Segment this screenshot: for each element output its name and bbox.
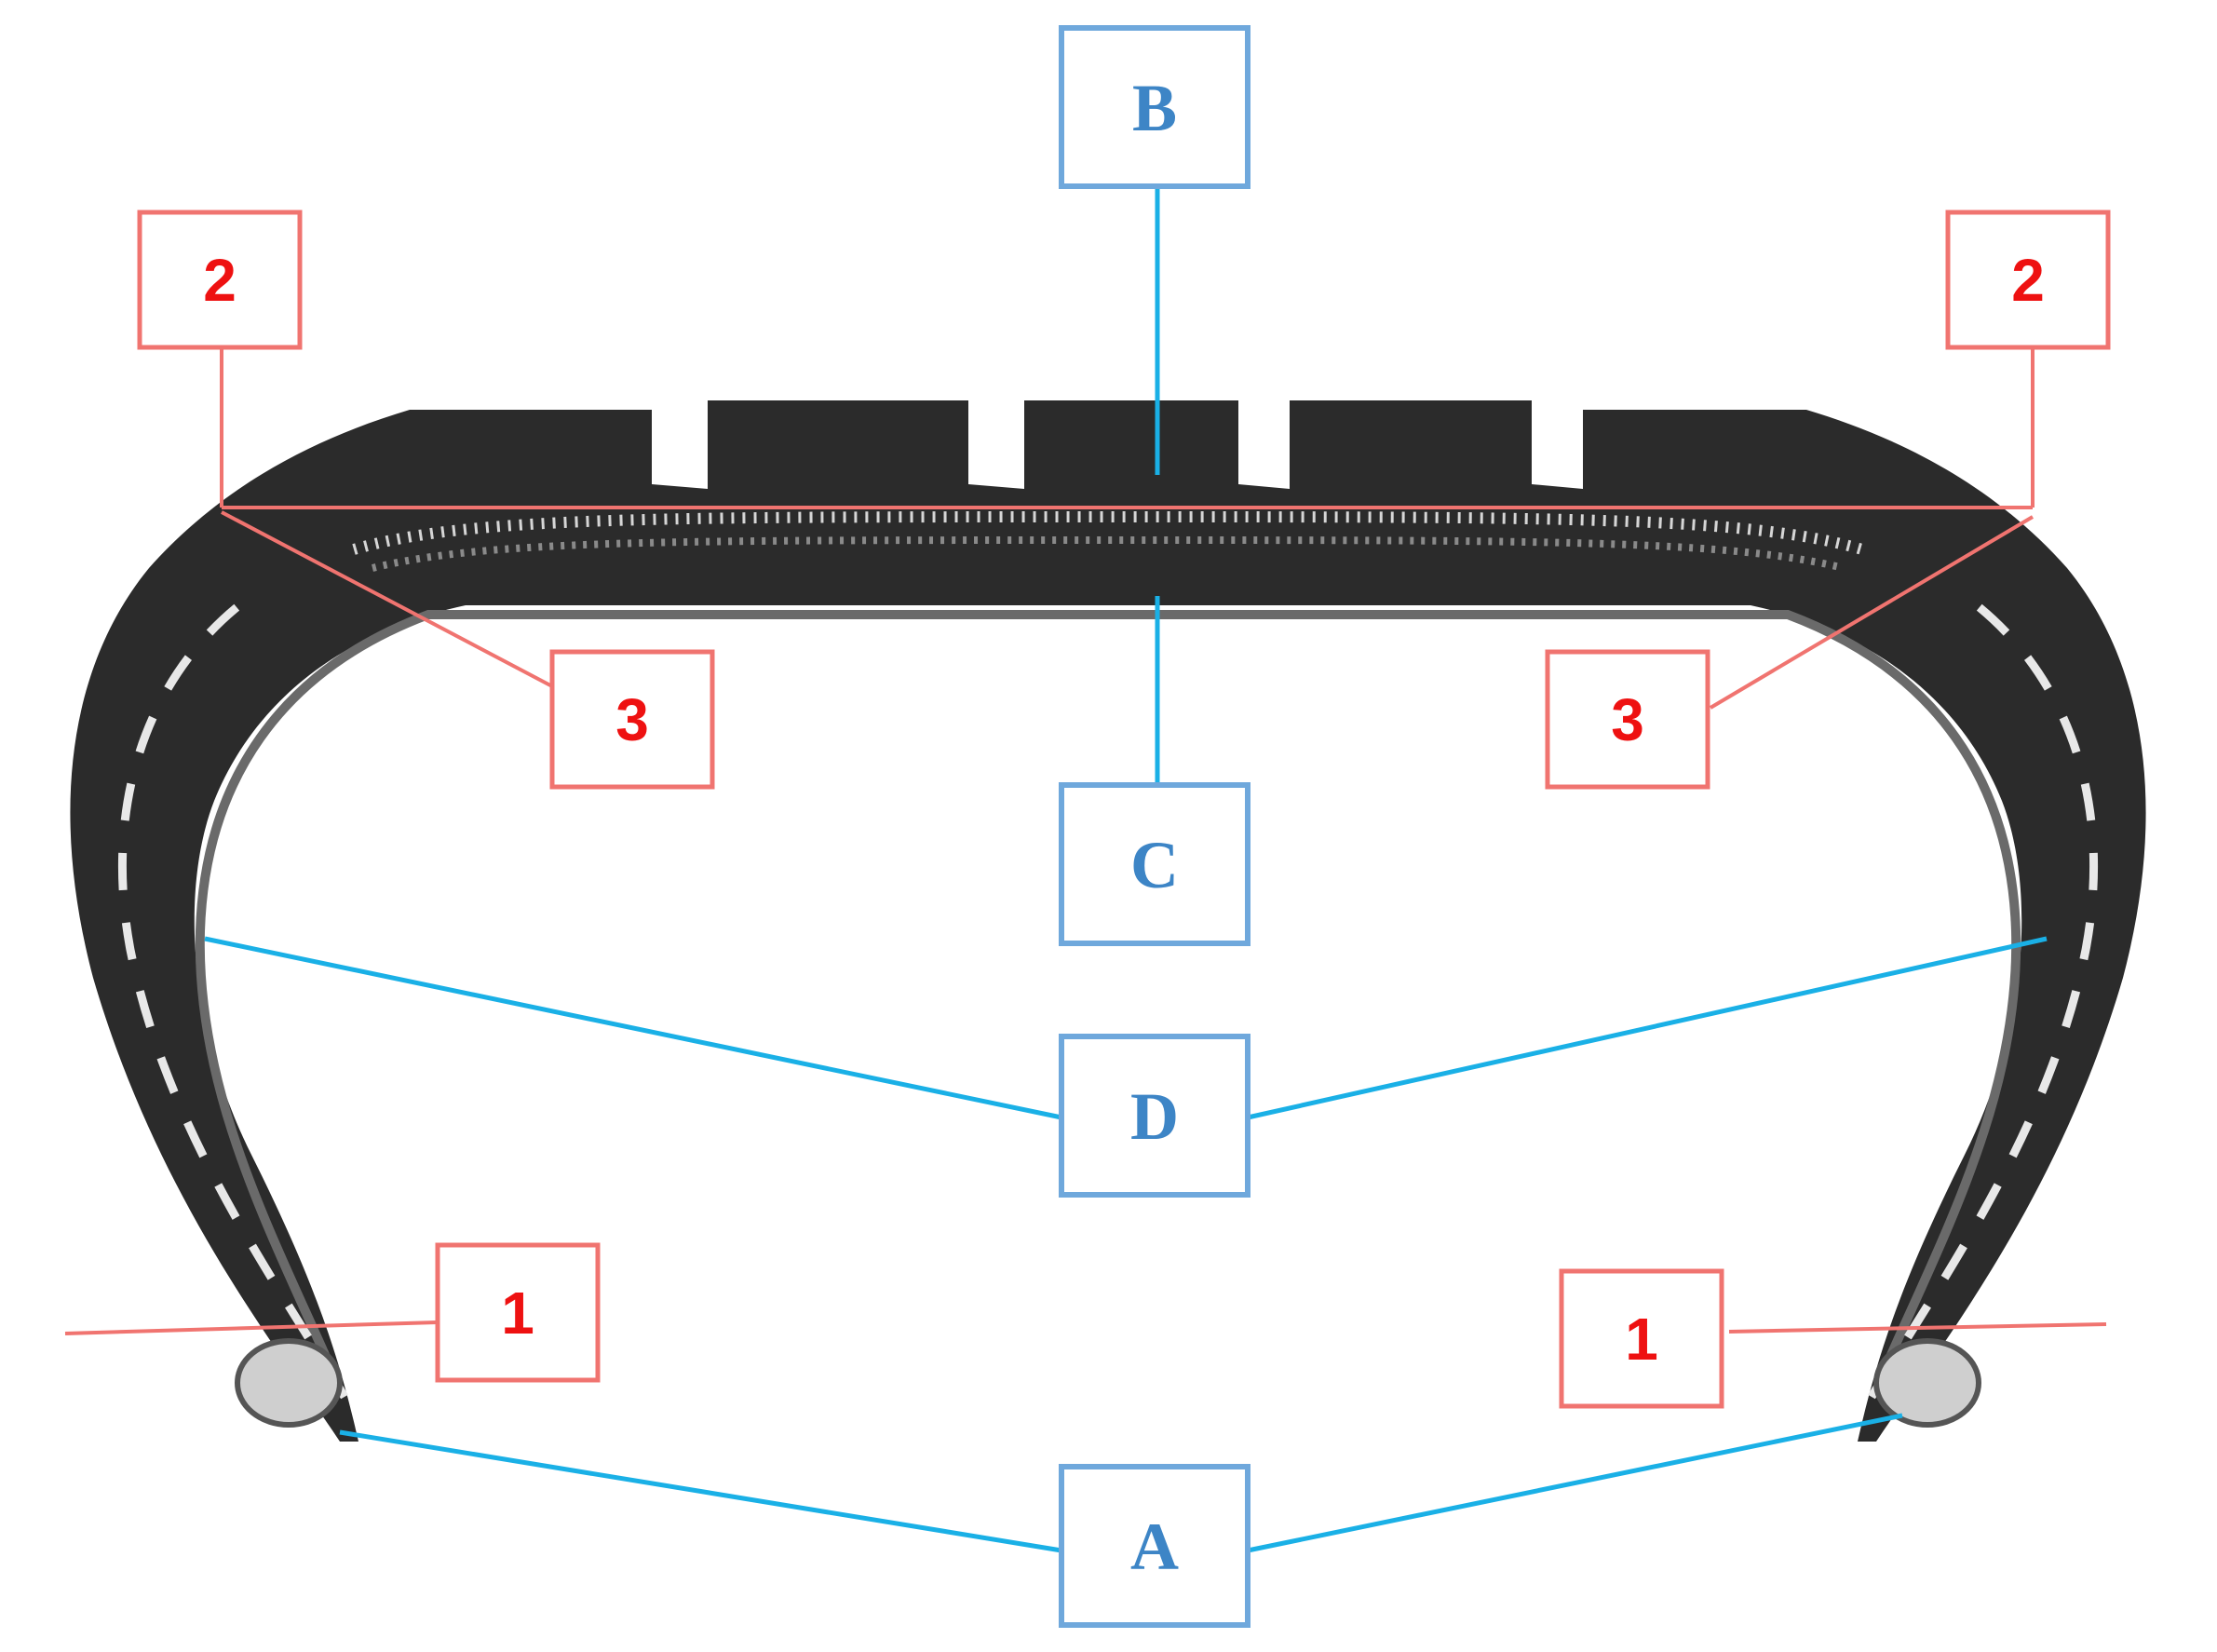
leader-d-right	[1247, 936, 2048, 1120]
leader-a-right	[1247, 1413, 1903, 1553]
label-d: D	[1059, 1034, 1250, 1198]
label-c-box	[1059, 782, 1250, 946]
label-d-box	[1059, 1034, 1250, 1198]
label-a-text: A	[1130, 1510, 1179, 1584]
bead-right-icon	[1873, 1338, 1981, 1428]
label-3-left-box	[549, 649, 715, 790]
tire-section	[70, 400, 2146, 1442]
tire-body	[70, 400, 2146, 1442]
inner-liner	[195, 610, 2021, 1380]
leader-d-left	[204, 936, 1062, 1120]
label-1-left-box	[435, 1242, 601, 1383]
label-3-left-text: 3	[615, 686, 649, 753]
label-b-text: B	[1132, 71, 1177, 145]
label-a-box	[1059, 1464, 1250, 1628]
carcass-ply-right	[1868, 592, 2099, 1400]
blue-label-boxes: B C D A	[1059, 25, 1250, 1628]
label-d-text: D	[1130, 1079, 1179, 1154]
label-b-box	[1059, 25, 1250, 189]
label-c-text: C	[1130, 828, 1179, 902]
leader-3-left	[221, 510, 553, 688]
label-3-right-text: 3	[1611, 686, 1644, 753]
label-2-left-text: 2	[203, 247, 237, 314]
bead-left-icon	[235, 1338, 343, 1428]
label-c: C	[1059, 782, 1250, 946]
label-1-right-text: 1	[1625, 1306, 1658, 1373]
label-2-right-box	[1945, 210, 2111, 350]
leader-a-left	[339, 1429, 1062, 1553]
leader-3-right	[1709, 515, 2035, 710]
label-2-left-box	[137, 210, 303, 350]
label-a: A	[1059, 1464, 1250, 1628]
label-2-left: 2	[137, 210, 303, 350]
label-1-right-box	[1559, 1268, 1724, 1409]
label-2-right: 2	[1945, 210, 2111, 350]
carcass-ply-left	[117, 592, 348, 1400]
label-3-left: 3	[549, 649, 715, 790]
label-b: B	[1059, 25, 1250, 189]
red-label-boxes: 2 2 3 3 1 1	[137, 210, 2111, 1409]
label-1-left: 1	[435, 1242, 601, 1383]
label-1-left-text: 1	[501, 1280, 534, 1347]
label-2-right-text: 2	[2011, 247, 2045, 314]
red-leaders	[64, 347, 2107, 1335]
ref-line-1-left	[64, 1320, 439, 1335]
label-1-right: 1	[1559, 1268, 1724, 1409]
blue-leaders	[204, 183, 2048, 1553]
label-3-right-box	[1545, 649, 1710, 790]
ref-line-1-right	[1728, 1322, 2107, 1334]
label-3-right: 3	[1545, 649, 1710, 790]
